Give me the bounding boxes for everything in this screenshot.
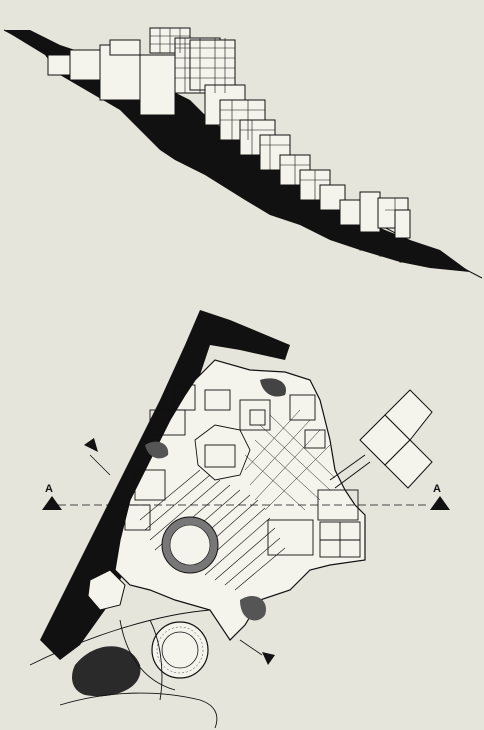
plan-rooms bbox=[124, 384, 361, 558]
section-building-blocks bbox=[47, 27, 411, 239]
plan-round-tower-inner bbox=[161, 631, 199, 669]
site-plan: A A bbox=[29, 310, 450, 729]
plan-round-tower bbox=[151, 621, 209, 679]
plan-hex-pavilion bbox=[87, 569, 126, 611]
section-marker-right: A bbox=[430, 483, 450, 510]
plan-access-roads bbox=[29, 609, 218, 729]
section-marker-left-label: A bbox=[45, 483, 53, 495]
plan-hall-crosshatch bbox=[244, 409, 336, 511]
plan-round-tower-ring bbox=[156, 626, 204, 674]
plan-circular-court-inner bbox=[169, 524, 211, 566]
section-marker-b-lower bbox=[239, 639, 275, 665]
section-window-grid bbox=[150, 28, 408, 228]
section-marker-b-upper bbox=[84, 438, 111, 476]
building-section bbox=[3, 27, 483, 279]
section-marker-left: A bbox=[42, 483, 62, 510]
plan-grid-wing bbox=[329, 389, 433, 489]
section-marker-right-label: A bbox=[433, 483, 441, 495]
plan-landscape bbox=[72, 378, 286, 697]
section-stairs bbox=[300, 209, 420, 263]
